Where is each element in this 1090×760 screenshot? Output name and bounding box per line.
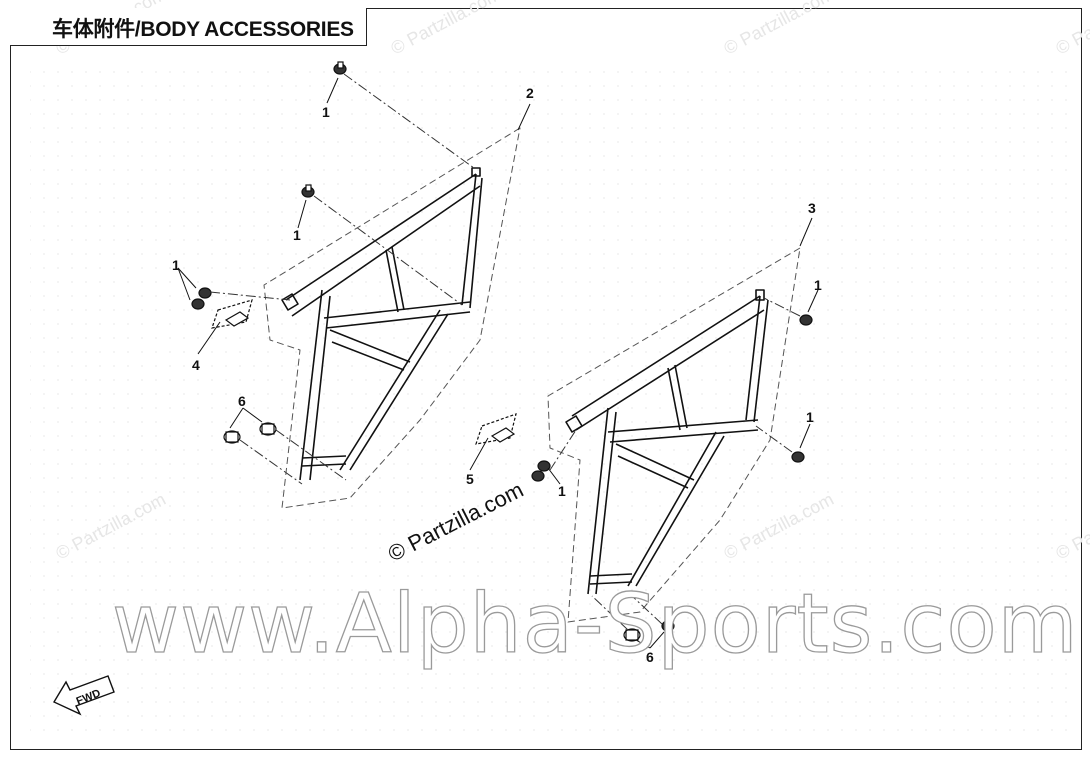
callout-2: 2 <box>526 85 534 101</box>
callout-6: 6 <box>238 393 246 409</box>
callout-1: 1 <box>558 483 566 499</box>
callout-3: 3 <box>808 200 816 216</box>
bushing-icon <box>661 620 675 632</box>
bolt-icon <box>799 314 813 326</box>
callout-5: 5 <box>466 471 474 487</box>
callout-4: 4 <box>192 357 200 373</box>
door-frame-right <box>547 247 801 623</box>
part-3-outline <box>547 247 801 623</box>
callout-6: 6 <box>646 649 654 665</box>
bolt-icon <box>537 460 551 472</box>
bolt-icon <box>301 184 315 198</box>
fasteners <box>191 61 813 642</box>
leader-lines <box>177 73 819 649</box>
page-title: 车体附件/BODY ACCESSORIES <box>52 18 354 41</box>
callout-1: 1 <box>293 227 301 243</box>
bushing-icon <box>259 422 277 436</box>
bolt-icon <box>191 298 205 310</box>
bushing-icon <box>623 628 641 642</box>
watermark-partzilla: © Partzilla.com <box>720 0 836 59</box>
bolt-icon <box>198 287 212 299</box>
bolt-icon <box>791 451 805 463</box>
bushing-icon <box>223 430 241 444</box>
bolt-icon <box>531 470 545 482</box>
background-texture <box>30 60 1070 740</box>
watermark-partzilla: © Partzilla.com <box>1052 0 1090 59</box>
watermark-partzilla: © Partzilla.com <box>387 0 503 59</box>
watermark-alpha-sports: www.Alpha-Sports.com <box>112 577 1079 672</box>
part-2-outline <box>263 127 521 509</box>
door-frame-left <box>263 127 521 509</box>
callout-1: 1 <box>814 277 822 293</box>
callout-1: 1 <box>806 409 814 425</box>
callout-labels: 1 1 1 1 1 1 2 3 4 5 6 6 <box>172 85 822 665</box>
callout-1: 1 <box>322 104 330 120</box>
title-box <box>10 8 367 46</box>
part-4-clip <box>224 311 250 327</box>
callout-1: 1 <box>172 257 180 273</box>
part-5-clip <box>490 427 516 443</box>
bolt-icon <box>333 61 347 75</box>
